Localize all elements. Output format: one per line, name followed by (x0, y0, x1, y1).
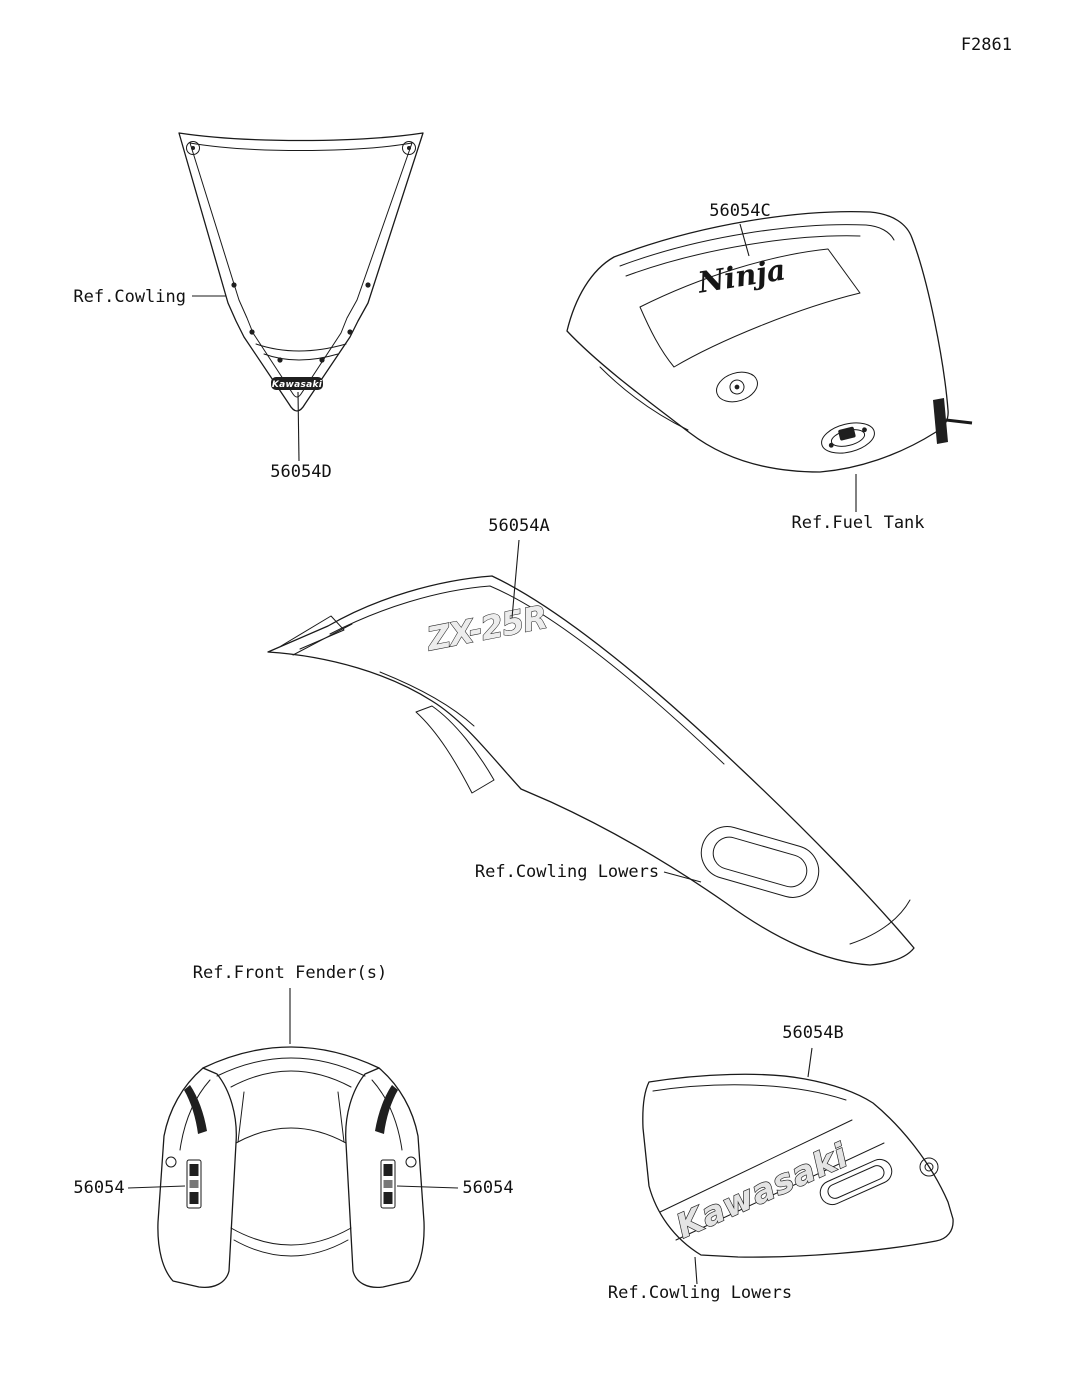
fuel-tank-drawing: Ninja (566, 211, 973, 473)
zx25r-decal-text: ZX-25R (423, 598, 550, 658)
part-56054-right-label: 56054 (462, 1178, 513, 1198)
ref-cowling-label: Ref.Cowling (73, 287, 186, 307)
front-fender-decal-right (380, 1159, 396, 1209)
ref-front-fender-label: Ref.Front Fender(s) (193, 963, 387, 983)
windscreen-drawing: Kawasaki (178, 132, 424, 412)
leader-ref-cowling-lowers-bottom (694, 1256, 698, 1285)
tank-pad-detail (821, 422, 875, 454)
leader-ref-cowling-lowers-mid (663, 871, 702, 883)
part-56054b-label: 56054B (782, 1023, 843, 1043)
fuel-cap-detail (716, 371, 758, 403)
leader-56054b (807, 1047, 813, 1078)
cowling-vent-detail (700, 826, 820, 898)
ref-fuel-tank-label: Ref.Fuel Tank (791, 513, 924, 533)
windscreen-kawasaki-decal: Kawasaki (271, 377, 323, 390)
ref-cowling-lowers-bottom-label: Ref.Cowling Lowers (608, 1283, 792, 1303)
cowling-lower-drawing: Kawasaki (642, 1073, 954, 1258)
front-fender-drawing (157, 1046, 425, 1289)
windscreen-decal-text: Kawasaki (272, 380, 323, 390)
ref-cowling-lowers-mid-label: Ref.Cowling Lowers (475, 862, 659, 882)
tank-bracket-detail (933, 398, 973, 444)
part-56054d-label: 56054D (270, 462, 331, 482)
leader-56054-right (396, 1185, 459, 1189)
leader-56054c (739, 223, 750, 257)
cowling-mid-drawing: ZX-25R (267, 575, 915, 966)
front-fender-decal-left (186, 1159, 202, 1209)
part-56054a-label: 56054A (488, 516, 549, 536)
ninja-decal-text: Ninja (695, 252, 788, 299)
leader-56054a (511, 539, 520, 619)
kawasaki-big-decal-text: Kawasaki (670, 1135, 854, 1245)
part-56054-left-label: 56054 (73, 1178, 124, 1198)
leader-56054d (297, 391, 300, 462)
cowling-lower-vent-detail (819, 1158, 893, 1206)
figure-code: F2861 (961, 35, 1012, 55)
leader-56054-left (127, 1185, 186, 1189)
part-56054c-label: 56054C (709, 201, 770, 221)
